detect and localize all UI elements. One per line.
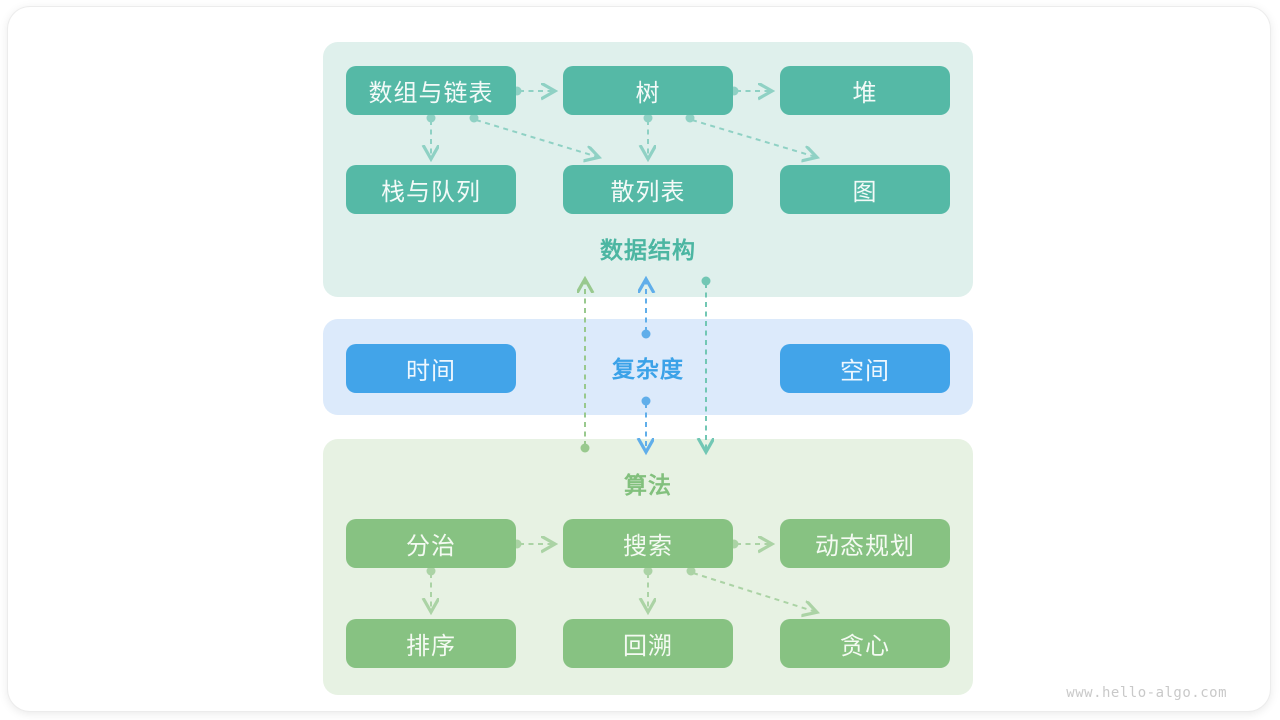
- node-space: 空间: [780, 344, 950, 393]
- node-time: 时间: [346, 344, 516, 393]
- node-hash-table: 散列表: [563, 165, 733, 214]
- node-search: 搜索: [563, 519, 733, 568]
- node-dynamic-programming: 动态规划: [780, 519, 950, 568]
- node-greedy: 贪心: [780, 619, 950, 668]
- node-sorting: 排序: [346, 619, 516, 668]
- title-data-structures: 数据结构: [600, 237, 696, 263]
- node-divide-conquer: 分治: [346, 519, 516, 568]
- node-backtracking: 回溯: [563, 619, 733, 668]
- node-heap: 堆: [780, 66, 950, 115]
- node-graph: 图: [780, 165, 950, 214]
- title-complexity: 复杂度: [612, 356, 684, 382]
- node-stack-queue: 栈与队列: [346, 165, 516, 214]
- node-tree: 树: [563, 66, 733, 115]
- node-array-linked-list: 数组与链表: [346, 66, 516, 115]
- watermark-url: www.hello-algo.com: [1066, 685, 1227, 701]
- title-algorithms: 算法: [624, 472, 672, 498]
- diagram-card: 数组与链表 树 堆 栈与队列 散列表 图 数据结构 时间 空间 复杂度 算法 分…: [8, 7, 1270, 711]
